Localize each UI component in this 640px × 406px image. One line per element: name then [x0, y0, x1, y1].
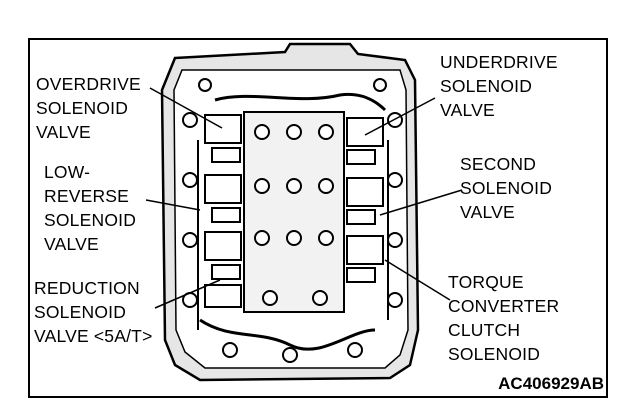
underdrive-solenoid-valve-label: UNDERDRIVE SOLENOID VALVE: [440, 52, 558, 120]
figure-code: AC406929AB: [498, 374, 604, 393]
overdrive-solenoid-valve-label: OVERDRIVE SOLENOID VALVE: [36, 74, 141, 142]
low-reverse-solenoid-valve-label: LOW- REVERSE SOLENOID VALVE: [44, 162, 137, 254]
torque-converter-clutch-solenoid-label: TORQUE CONVERTER CLUTCH SOLENOID: [448, 272, 560, 364]
second-solenoid-valve-label: SECOND SOLENOID VALVE: [460, 154, 553, 222]
reduction-solenoid-valve-label: REDUCTION SOLENOID VALVE <5A/T>: [34, 278, 153, 346]
